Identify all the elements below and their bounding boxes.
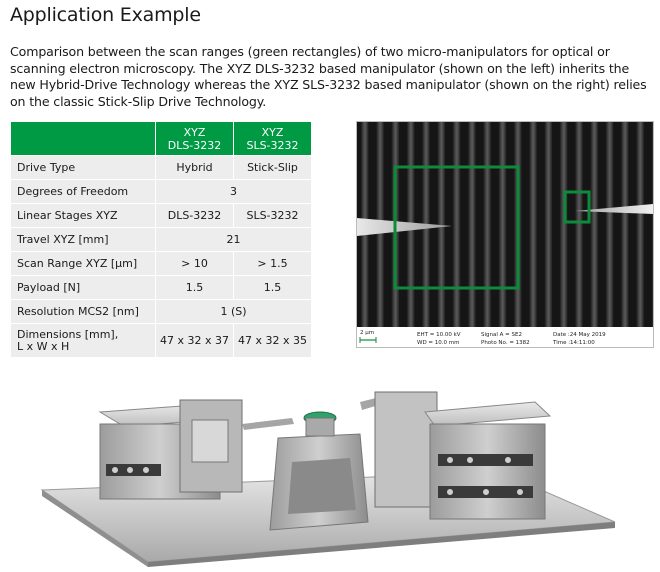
screw-icon [483, 489, 489, 495]
dls-value: 47 x 32 x 37 [156, 324, 233, 357]
center-stand-recess [288, 458, 356, 514]
left-probe-tip [357, 218, 452, 236]
row-label: Degrees of Freedom [11, 180, 155, 203]
sls-value: 1.5 [234, 276, 311, 299]
time-value: Time :14:11:00 [552, 340, 595, 346]
table-row: Dimensions [mm], L x W x H 47 x 32 x 37 … [11, 324, 311, 357]
table-row: Resolution MCS2 [nm] 1 (S) [11, 300, 311, 323]
left-connector-strip [106, 464, 161, 476]
sls-value: > 1.5 [234, 252, 311, 275]
eht-value: EHT = 10.00 kV [417, 332, 461, 338]
dls-value: DLS-3232 [156, 204, 233, 227]
row-label: Linear Stages XYZ [11, 204, 155, 227]
screw-icon [467, 457, 473, 463]
right-z-stage [374, 391, 438, 508]
row-label: Dimensions [mm], L x W x H [11, 324, 155, 357]
right-stage-body [429, 423, 546, 520]
table-row: Linear Stages XYZ DLS-3232 SLS-3232 [11, 204, 311, 227]
page-title: Application Example [10, 4, 201, 26]
table-header-row: XYZ DLS-3232 XYZ SLS-3232 [11, 122, 311, 155]
header-sls-3232-label: XYZ SLS-3232 [246, 125, 299, 152]
screw-icon [447, 457, 453, 463]
signal-value: Signal A = SE2 [481, 332, 522, 338]
sample-post [305, 417, 335, 437]
manipulator-product-image [40, 391, 616, 567]
shared-value: 21 [156, 228, 311, 251]
header-dls-3232-label: XYZ DLS-3232 [167, 125, 222, 152]
dls-value: 1.5 [156, 276, 233, 299]
header-dls-3232: XYZ DLS-3232 [156, 122, 233, 155]
table-row: Scan Range XYZ [µm] > 10 > 1.5 [11, 252, 311, 275]
row-label: Travel XYZ [mm] [11, 228, 155, 251]
table-row: Drive Type Hybrid Stick-Slip [11, 156, 311, 179]
screw-icon [447, 489, 453, 495]
sem-image-svg: 2 µm EHT = 10.00 kV WD = 10.0 mm Signal … [357, 122, 653, 347]
dls-scan-range-rect [393, 165, 520, 290]
scale-bar-label: 2 µm [360, 330, 374, 336]
right-probe-tip [575, 204, 653, 214]
left-probe-arm [242, 418, 294, 430]
table-row: Payload [N] 1.5 1.5 [11, 276, 311, 299]
screw-icon [112, 467, 118, 473]
row-label: Drive Type [11, 156, 155, 179]
right-stage-top [424, 401, 552, 427]
table-row: Degrees of Freedom 3 [11, 180, 311, 203]
header-blank-cell [11, 122, 155, 155]
wd-value: WD = 10.0 mm [417, 340, 460, 346]
screw-icon [517, 489, 523, 495]
date-value: Date :24 May 2019 [553, 332, 606, 338]
dls-value: > 10 [156, 252, 233, 275]
sls-value: 47 x 32 x 35 [234, 324, 311, 357]
shared-value: 3 [156, 180, 311, 203]
row-label: Scan Range XYZ [µm] [11, 252, 155, 275]
shared-value: 1 (S) [156, 300, 311, 323]
table-row: Travel XYZ [mm] 21 [11, 228, 311, 251]
dls-value: Hybrid [156, 156, 233, 179]
base-plate-front [148, 522, 615, 567]
header-sls-3232: XYZ SLS-3232 [234, 122, 311, 155]
comparison-table: XYZ DLS-3232 XYZ SLS-3232 Drive Type Hyb… [10, 121, 312, 358]
sls-value: Stick-Slip [234, 156, 311, 179]
screw-icon [143, 467, 149, 473]
row-label: Resolution MCS2 [nm] [11, 300, 155, 323]
description-paragraph: Comparison between the scan ranges (gree… [10, 44, 647, 109]
left-z-plate [191, 419, 229, 463]
photo-number: Photo No. = 1382 [481, 340, 530, 346]
sls-value: SLS-3232 [234, 204, 311, 227]
sem-info-bar [357, 327, 653, 347]
screw-icon [127, 467, 133, 473]
screw-icon [505, 457, 511, 463]
base-plate-edge [42, 490, 148, 567]
sls-scan-range-rect [563, 190, 591, 224]
sem-micrograph: 2 µm EHT = 10.00 kV WD = 10.0 mm Signal … [356, 121, 654, 348]
row-label: Payload [N] [11, 276, 155, 299]
right-connector-strip [438, 454, 533, 466]
